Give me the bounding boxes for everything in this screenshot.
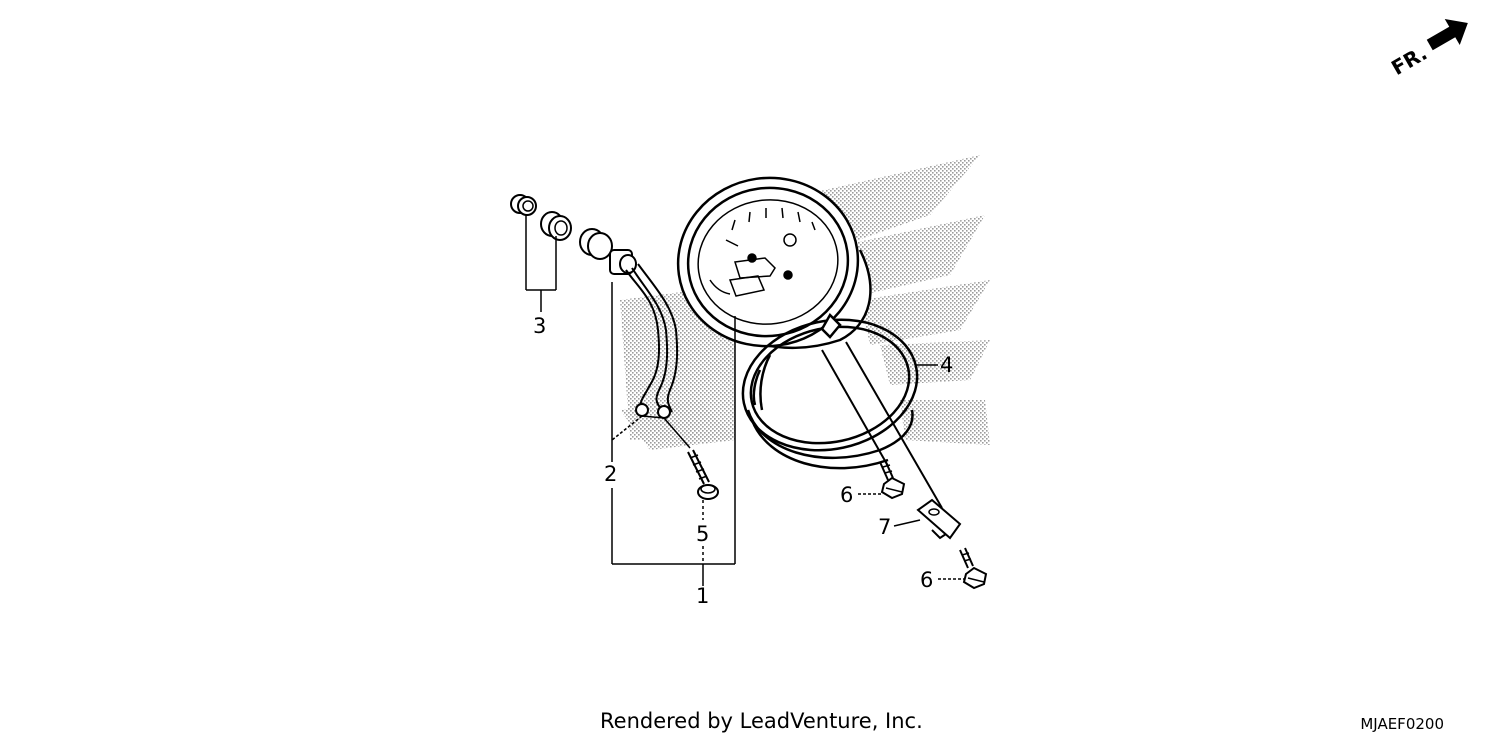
callout-1: 1 <box>696 584 709 608</box>
meter-case-ring <box>741 312 919 470</box>
front-direction-indicator: FR. <box>1387 19 1468 80</box>
leader-lines <box>525 214 964 586</box>
diagram-code: MJAEF0200 <box>1360 715 1444 733</box>
stay-bracket <box>821 341 962 540</box>
screw <box>687 449 719 500</box>
socket-wires <box>625 263 679 413</box>
callout-4: 4 <box>940 353 953 377</box>
front-direction-arrow-icon <box>1426 19 1468 51</box>
bolt-upper <box>879 459 906 500</box>
callout-6-upper: 6 <box>840 483 853 507</box>
callout-7: 7 <box>878 515 891 539</box>
render-credit: Rendered by LeadVenture, Inc. <box>600 709 923 733</box>
callout-2: 2 <box>604 462 617 486</box>
grommet-large <box>540 211 572 241</box>
terminal-rings <box>635 403 671 419</box>
callout-3: 3 <box>533 314 546 338</box>
grommet-small <box>510 194 537 216</box>
callout-5: 5 <box>696 522 709 546</box>
bolt-lower <box>959 547 988 590</box>
meter-dial-markings <box>709 207 816 297</box>
front-direction-label: FR. <box>1387 41 1431 80</box>
callout-6-lower: 6 <box>920 568 933 592</box>
bulb-socket <box>579 228 637 275</box>
